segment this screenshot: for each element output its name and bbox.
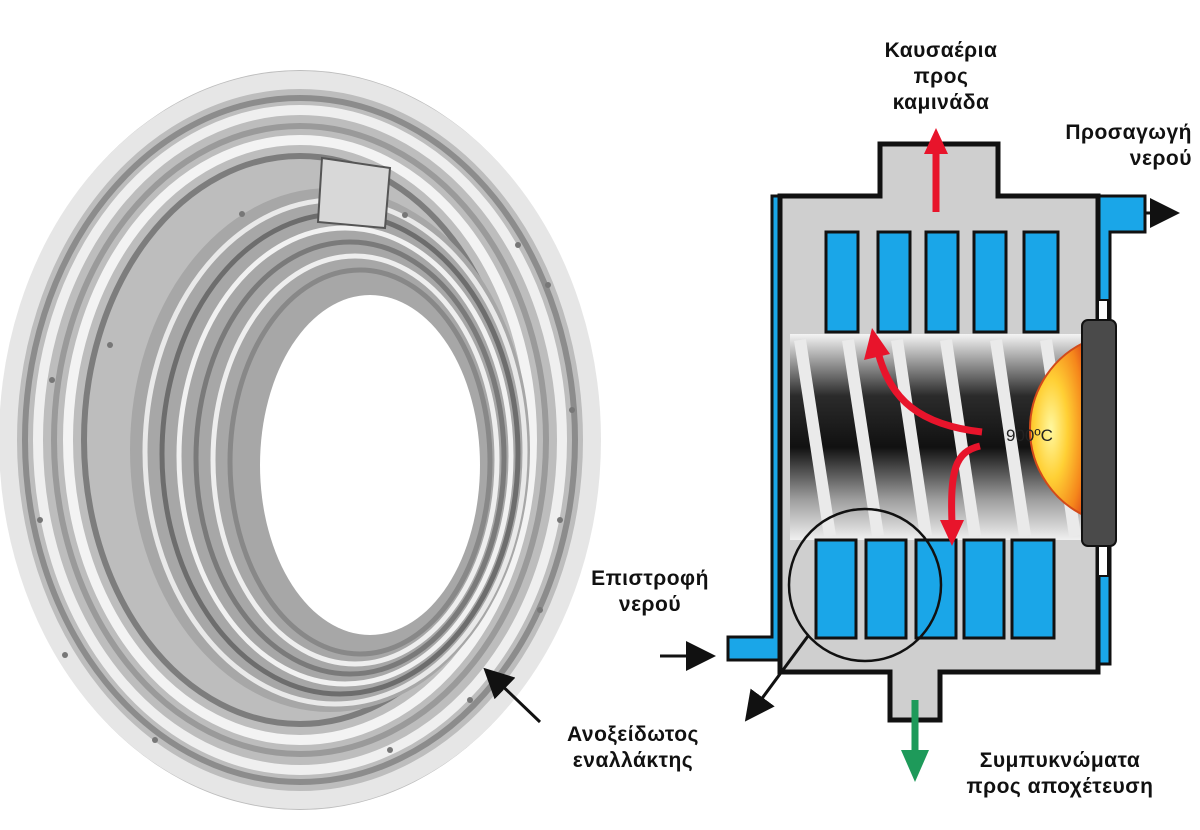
burner-unit [1081, 319, 1117, 547]
detail-pointer-arrow [744, 635, 810, 722]
burner-flame [1028, 338, 1091, 520]
temperature-label: 900ºC [1006, 426, 1053, 445]
boiler-schematic [660, 128, 1180, 782]
flue-gas-label: Καυσαέρια προς καμινάδα [884, 39, 998, 114]
condensate-label: Συμπυκνώματα προς αποχέτευση [966, 749, 1154, 798]
exchanger-tubes-top [824, 230, 1060, 334]
hot-gas-flow-arrows [874, 150, 983, 525]
exchanger-tubes-bottom [814, 538, 1056, 640]
coil-pointer-arrow [483, 667, 542, 724]
exchanger-label: Ανοξείδωτος εναλλάκτης [567, 723, 699, 772]
stainless-coil-image [0, 70, 601, 810]
water-return-label: Επιστροφή νερού [591, 567, 709, 616]
water-supply-label: Προσαγωγή νερού [1065, 121, 1192, 170]
detail-circle [787, 507, 943, 663]
